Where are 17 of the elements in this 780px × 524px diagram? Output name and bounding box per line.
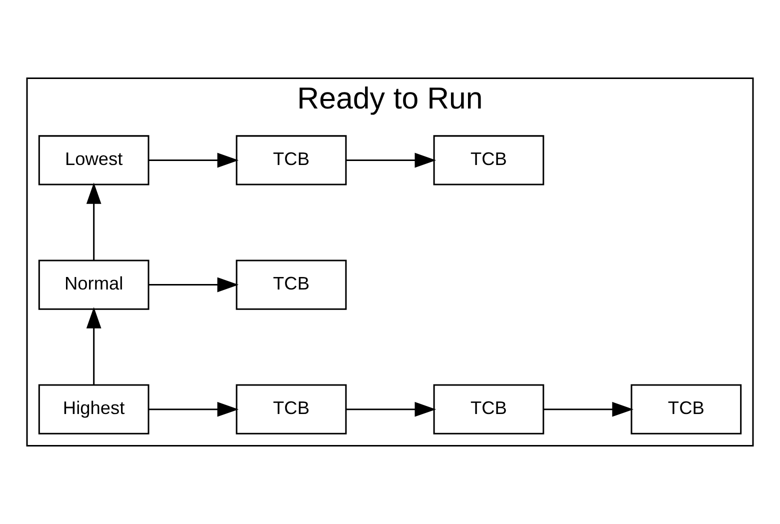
node-box: Normal [38,260,150,310]
node-box: TCB [433,135,544,186]
arrow [149,277,239,292]
node-box: TCB [630,384,742,434]
arrow [544,402,634,417]
arrow [346,402,436,417]
node-box: Lowest [38,135,150,186]
arrow [86,182,102,260]
arrow [149,402,239,417]
node-box: TCB [236,135,347,186]
arrow [346,152,436,168]
node-box: TCB [236,384,347,434]
arrow [86,307,102,385]
arrow [149,152,239,168]
node-box: Highest [38,384,150,434]
node-box: TCB [433,384,544,434]
node-box: TCB [236,260,347,310]
